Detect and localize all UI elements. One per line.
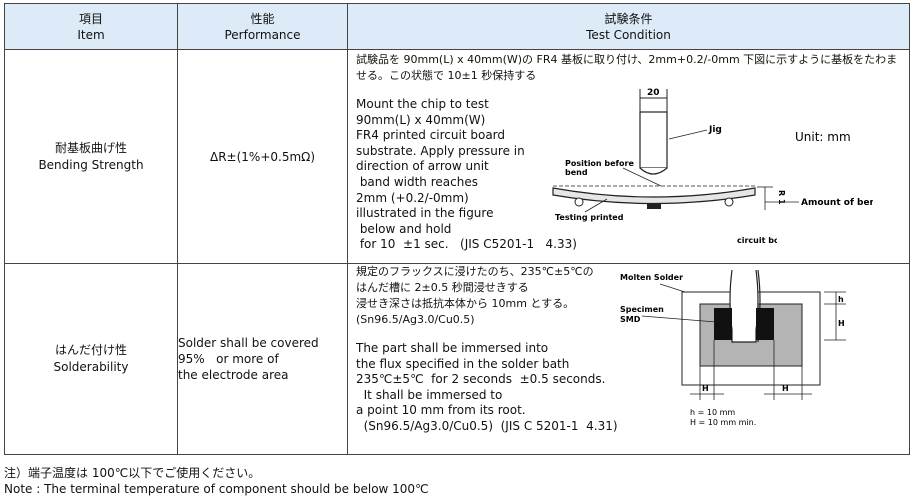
bending-test-figure: 20 Jig Unit: mm Position before bend bbox=[552, 88, 873, 222]
item-name-en: Solderability bbox=[53, 360, 129, 374]
unit-label: Unit: mm bbox=[795, 130, 851, 144]
item-name-jp: はんだ付け性 bbox=[54, 343, 127, 357]
spec-table: 項目 Item 性能 Performance 試験条件 Test Conditi… bbox=[4, 3, 910, 455]
H-dim-right-label: H bbox=[782, 384, 789, 393]
H-dim-label: H bbox=[838, 319, 845, 328]
header-perf-jp: 性能 bbox=[250, 11, 275, 26]
header-performance: 性能 Performance bbox=[177, 3, 348, 50]
jig-label: Jig bbox=[708, 125, 722, 135]
item-name-jp: 耐基板曲げ性 bbox=[54, 140, 127, 155]
testing-board-label-2: circuit board bbox=[737, 236, 777, 245]
table-row: はんだ付け性 Solderability Solder shall be cov… bbox=[4, 263, 910, 455]
condition-jp: 規定のフラックスに浸けたのち、235℃±5℃の はんだ槽に 2±0.5 秒間浸せ… bbox=[356, 265, 594, 326]
header-item: 項目 Item bbox=[4, 3, 178, 50]
specimen-label: Specimen bbox=[620, 305, 664, 314]
condition-cell: 規定のフラックスに浸けたのち、235℃±5℃の はんだ槽に 2±0.5 秒間浸せ… bbox=[347, 263, 910, 455]
solderability-test-figure: Molten Solder Specimen SMD h H bbox=[620, 270, 846, 427]
header-item-en: Item bbox=[77, 27, 105, 42]
table-row: 耐基板曲げ性 Bending Strength ΔR±(1%+0.5mΩ) 試験… bbox=[4, 49, 910, 264]
testing-board-label: Testing printed bbox=[555, 213, 624, 222]
item-cell: 耐基板曲げ性 Bending Strength bbox=[4, 49, 178, 264]
condition-cell: 試験品を 90mm(L) x 40mm(W)の FR4 基板に取り付け、2mm+… bbox=[347, 49, 910, 264]
performance-cell: Solder shall be covered 95% or more of t… bbox=[177, 263, 348, 455]
H-equation: H = 10 mm min. bbox=[690, 418, 756, 427]
item-cell: はんだ付け性 Solderability bbox=[4, 263, 178, 455]
item-name-en: Bending Strength bbox=[38, 157, 144, 172]
condition-en: The part shall be immersed into the flux… bbox=[356, 341, 618, 433]
dim-20-label: 20 bbox=[647, 88, 660, 98]
header-row: 項目 Item 性能 Performance 試験条件 Test Conditi… bbox=[4, 3, 910, 50]
testing-board-label-2-wrap: circuit board bbox=[737, 236, 777, 245]
header-cond-en: Test Condition bbox=[586, 27, 671, 42]
molten-solder-label: Molten Solder bbox=[620, 273, 683, 282]
header-cond-jp: 試験条件 bbox=[604, 11, 653, 26]
condition-jp: 試験品を 90mm(L) x 40mm(W)の FR4 基板に取り付け、2mm+… bbox=[356, 53, 898, 82]
h-equation: h = 10 mm bbox=[690, 408, 735, 417]
jig-shape bbox=[639, 111, 668, 169]
note-en: Note : The terminal temperature of compo… bbox=[4, 482, 429, 496]
H-dim-left-label: H bbox=[702, 384, 709, 393]
amount-of-bend-label: Amount of bend bbox=[801, 198, 873, 208]
condition-en: Mount the chip to test 90mm(L) x 40mm(W)… bbox=[356, 97, 577, 252]
header-condition: 試験条件 Test Condition bbox=[347, 3, 910, 50]
h-dim-label: h bbox=[838, 295, 844, 304]
header-item-jp: 項目 bbox=[78, 11, 103, 26]
smd-label: SMD bbox=[620, 315, 641, 324]
position-before-label-2: bend bbox=[565, 168, 588, 177]
circuit-board-shape bbox=[552, 187, 756, 205]
performance-cell: ΔR±(1%+0.5mΩ) bbox=[177, 49, 348, 264]
note-jp: 注）端子温度は 100℃以下でご使用ください。 bbox=[4, 466, 261, 480]
r1-label: R 1 bbox=[777, 190, 786, 205]
header-perf-en: Performance bbox=[224, 27, 301, 42]
position-before-label: Position before bbox=[565, 159, 634, 168]
